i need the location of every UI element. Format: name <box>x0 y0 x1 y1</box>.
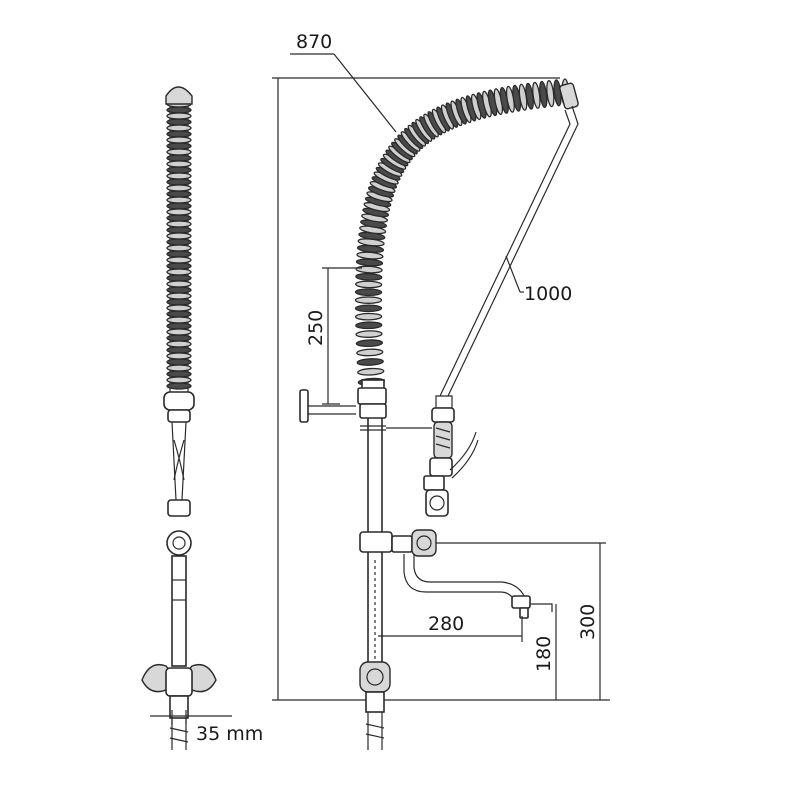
spring-coil <box>166 202 192 210</box>
spring-coil <box>166 124 192 132</box>
spring-coil <box>166 304 192 312</box>
dimension-inlet-height: 300 <box>577 604 599 640</box>
spring-coil <box>166 334 192 342</box>
spring-coil <box>166 106 192 114</box>
side-view-spring <box>166 100 192 392</box>
spring-coil <box>166 316 192 324</box>
spring-coil <box>166 262 192 270</box>
leader-arm-length <box>505 255 521 293</box>
spring-coil <box>166 382 192 390</box>
spring-coil <box>355 265 383 274</box>
spring-coil <box>166 352 192 360</box>
spring-coil <box>166 136 192 144</box>
spring-coil <box>166 232 192 240</box>
front-view-inlet-valve <box>411 529 437 557</box>
front-view-base-valve <box>359 661 391 693</box>
spring-coil <box>166 208 192 216</box>
spring-coil <box>166 112 192 120</box>
spring-coil <box>166 160 192 168</box>
spring-coil <box>166 178 192 186</box>
dimension-spout-height: 180 <box>533 636 555 672</box>
spring-coil <box>166 292 192 300</box>
spring-coil <box>166 220 192 228</box>
dimension-base-width: 35 mm <box>196 723 263 745</box>
spring-coil <box>355 273 383 281</box>
spring-coil <box>166 268 192 276</box>
side-view-valve-knob <box>166 530 192 556</box>
spring-coil <box>166 298 192 306</box>
spring-coil <box>166 190 192 198</box>
spring-coil <box>166 256 192 264</box>
spring-coil <box>166 118 192 126</box>
side-view-pillar <box>171 555 187 667</box>
dimension-hose-length: 870 <box>296 31 332 53</box>
spring-coil <box>166 196 192 204</box>
spring-coil <box>354 304 383 313</box>
spring-coil <box>166 184 192 192</box>
front-view: 250 870 1000 280 180 300 <box>272 31 610 750</box>
dimension-spring-height: 250 <box>305 310 327 346</box>
front-view-spring-hose <box>354 78 569 396</box>
spring-coil <box>354 312 383 321</box>
side-view-top-cap <box>165 86 193 105</box>
dimension-arm-length: 1000 <box>524 283 572 305</box>
front-view-upper-clamp <box>357 387 387 405</box>
spring-coil <box>166 244 192 252</box>
spring-coil <box>166 166 192 174</box>
spring-coil <box>355 330 383 338</box>
spring-coil <box>166 358 192 366</box>
spring-coil <box>166 370 192 378</box>
spring-coil <box>354 296 383 304</box>
spring-coil <box>356 348 384 357</box>
spring-coil <box>356 358 384 366</box>
front-view-swing-arm <box>447 105 579 397</box>
dimension-spout-reach: 280 <box>428 613 464 635</box>
side-view-coupling <box>163 391 195 411</box>
spring-coil <box>357 367 385 376</box>
spring-coil <box>166 250 192 258</box>
spring-coil <box>166 376 192 384</box>
spring-coil <box>166 226 192 234</box>
spring-coil <box>166 130 192 138</box>
front-view-wall-bracket <box>299 389 309 423</box>
spring-coil <box>166 364 192 372</box>
front-view-spout <box>403 554 517 605</box>
spring-coil <box>166 142 192 150</box>
spring-coil <box>166 310 192 318</box>
front-view-spray-gun <box>423 407 479 517</box>
spring-coil <box>166 328 192 336</box>
spring-coil <box>355 321 383 330</box>
spring-coil <box>539 80 548 109</box>
front-view-arm-top-mount <box>559 82 579 110</box>
spring-coil <box>166 286 192 294</box>
spring-coil <box>166 322 192 330</box>
front-view-lower-clamp <box>359 531 393 553</box>
spring-coil <box>166 172 192 180</box>
spring-coil <box>166 154 192 162</box>
spring-coil <box>355 339 384 348</box>
spring-coil <box>546 80 555 108</box>
side-view: 35 mm <box>141 86 263 750</box>
spring-coil <box>166 148 192 156</box>
spring-coil <box>166 274 192 282</box>
spring-coil <box>166 238 192 246</box>
spring-coil <box>355 258 384 267</box>
spring-coil <box>354 288 383 297</box>
spring-coil <box>166 346 192 354</box>
spring-coil <box>166 214 192 222</box>
spring-coil <box>166 280 192 288</box>
spring-coil <box>354 280 383 289</box>
spring-coil <box>166 340 192 348</box>
